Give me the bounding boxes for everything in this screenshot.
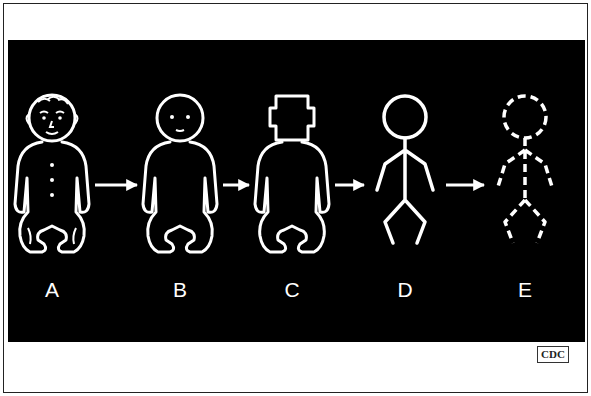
dashed-stick-figure bbox=[497, 96, 553, 243]
baby-body bbox=[255, 142, 329, 252]
baby-eye bbox=[170, 115, 174, 119]
figure-stage: C bbox=[252, 92, 332, 302]
stick-figure bbox=[377, 96, 433, 243]
blackboard-panel bbox=[8, 40, 585, 342]
stage-letter: C bbox=[280, 278, 303, 302]
stick-figure-lines bbox=[377, 96, 433, 243]
stage-letter: A bbox=[41, 278, 63, 302]
leg-fold bbox=[28, 228, 76, 244]
figure-stage: D bbox=[367, 92, 443, 302]
baby-figure-detailed bbox=[15, 95, 89, 252]
figure-stage: B bbox=[140, 92, 220, 302]
baby-body bbox=[143, 142, 217, 252]
baby-figure-simple bbox=[143, 95, 217, 252]
arrow-connector bbox=[335, 184, 364, 187]
baby-body bbox=[15, 142, 89, 252]
figure-stage: A bbox=[12, 92, 92, 302]
arrow-connector bbox=[223, 184, 249, 187]
logo-label: CDC bbox=[537, 346, 569, 363]
baby-brows bbox=[40, 112, 64, 114]
stage-letter: E bbox=[514, 278, 536, 302]
baby-eye bbox=[186, 115, 190, 119]
slide-frame bbox=[4, 4, 588, 393]
stage-letter: B bbox=[169, 278, 191, 302]
button-dot bbox=[50, 193, 54, 197]
stage-letter: D bbox=[393, 278, 416, 302]
baby-head bbox=[157, 95, 203, 141]
baby-mouth bbox=[176, 130, 184, 131]
baby-face-lines bbox=[27, 114, 78, 134]
block-figure bbox=[255, 96, 329, 252]
baby-hair bbox=[38, 97, 68, 104]
baby-eye bbox=[42, 116, 46, 120]
baby-eye bbox=[58, 116, 62, 120]
button-dot bbox=[50, 163, 54, 167]
dashed-stick-figure-lines bbox=[497, 96, 553, 243]
square-head bbox=[270, 96, 314, 140]
arrow-connector bbox=[446, 184, 484, 187]
button-dot bbox=[50, 178, 54, 182]
figure-stage: E bbox=[487, 92, 563, 302]
arrow-connector bbox=[95, 184, 137, 187]
